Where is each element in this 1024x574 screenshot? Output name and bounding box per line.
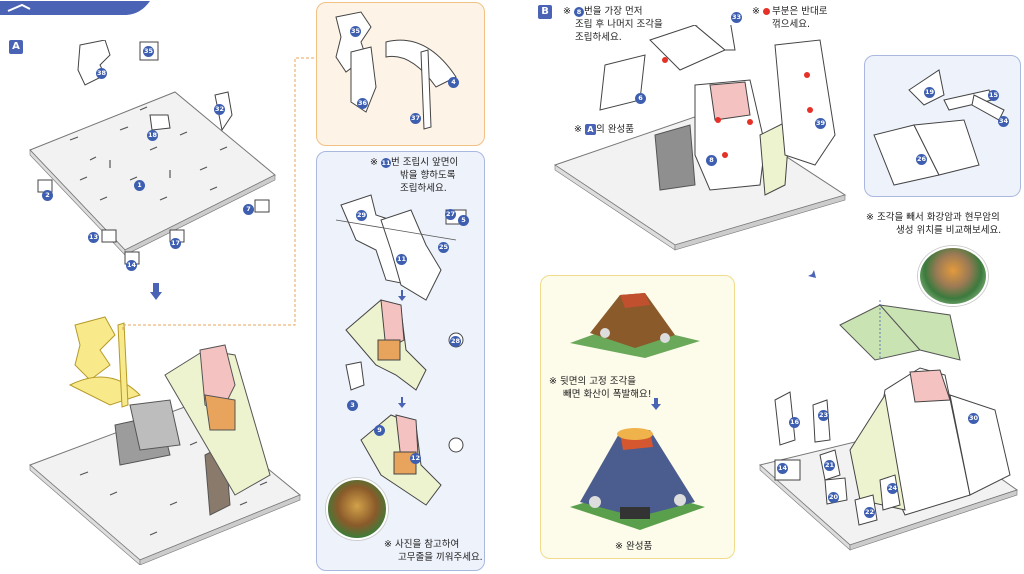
part-num-24: 24 [887,483,898,494]
part-num-9: 9 [374,425,385,436]
note-mark-5: ※ [574,124,582,135]
part-num-16: 16 [789,417,800,428]
note-mark-2: ※ [384,539,392,550]
part-num-12: 12 [410,453,421,464]
note-mark: ※ [370,157,378,168]
part-num-5: 5 [458,215,469,226]
arrow-down-small-icon [651,398,661,410]
part-num-25: 25 [438,242,449,253]
part-num-14: 14 [126,260,137,271]
note-front-line3: 조립하세요. [400,183,447,194]
part-num-37: 37 [410,113,421,124]
part-num-13: 13 [88,232,99,243]
note-rubber-line2: 고무줄을 끼워주세요. [398,552,483,563]
note-final: ※ 완성품 [615,541,653,552]
note-mark-4: ※ [752,6,760,17]
part-num-32: 32 [214,104,225,115]
note-remove-line2: 생성 위치를 비교해보세요. [896,225,1002,236]
part-num-33: 33 [731,12,742,23]
part-num-22: 22 [864,507,875,518]
part-num-3: 3 [347,400,358,411]
blue-right-pieces [873,69,1005,186]
red-dot-icon [763,8,770,15]
note-first-line2: 조립 후 나머지 조각을 [575,19,663,30]
inline-num-11: 11 [381,157,391,168]
part-num-19: 19 [924,87,935,98]
orange-panel-pieces [335,11,457,130]
section-b-badge: B [538,5,552,19]
part-num-30: 30 [968,413,979,424]
arrow-down-icon [150,283,162,300]
part-num-7: 7 [243,204,254,215]
part-num-8: 8 [706,155,717,166]
note-mark-7: ※ [549,376,557,387]
note-remove: ※ 조각을 빼서 화강암과 현무암의 생성 위치를 비교해보세요. [866,211,1001,237]
volcano-photo-before [565,283,705,358]
part-num-2: 2 [42,190,53,201]
note-first-line3: 조립하세요. [575,32,622,43]
volcano-before-shape [570,293,700,358]
part-num-11: 11 [396,254,407,265]
part-num-31: 35 [143,46,154,57]
volcano-photo-after [565,412,710,530]
volcano-after-shape [570,428,705,530]
section-a-badge: A [9,40,23,54]
header-tab-shape [0,1,150,15]
note-complete-a-text: 의 완성품 [596,124,634,135]
note-rubber-line1: 사진을 참고하여 [395,539,460,550]
note-mark-3: ※ [563,6,571,17]
note-fold-line2: 꺾으세요. [772,19,810,30]
rubber-band-photo [326,478,388,540]
part-num-38: 38 [96,68,107,79]
note-front-line2: 밖을 향하도록 [400,170,456,181]
part-num-34: 34 [998,116,1009,127]
blue-panel-steps [335,194,467,506]
part-num-29: 29 [356,210,367,221]
note-remove-line1: 조각을 빼서 화강암과 현무암의 [877,212,1000,223]
part-num-39: 39 [815,118,826,129]
final-assembly [758,300,1019,551]
note-front: ※ 11번 조립시 앞면이 밖을 향하도록 조립하세요. [370,156,458,195]
arrow-diagonal-icon [802,264,816,278]
part-num-17: 17 [170,238,181,249]
part-num-15: 15 [988,90,999,101]
part-num-1: 1 [134,180,145,191]
part-num-18: 18 [147,130,158,141]
part-num-27: 27 [445,209,456,220]
connector-line [122,57,315,330]
note-front-line1: 번 조립시 앞면이 [391,157,459,168]
part-num-28: 28 [450,336,461,347]
inline-a-badge: A [585,124,596,135]
part-num-20: 20 [828,492,839,503]
part-num-26: 26 [916,154,927,165]
part-num-36: 36 [357,98,368,109]
note-first-line1: 번을 가장 먼저 [584,6,643,17]
note-erupt: ※ 뒷면의 고정 조각을 빼면 화산이 폭발해요! [549,375,652,401]
base-board-b1 [553,25,847,251]
part-num-35: 35 [350,26,361,37]
note-erupt-line1: 뒷면의 고정 조각을 [560,376,636,387]
base-board-a1 [29,40,276,265]
rock-comparison-photo [918,246,988,306]
part-num-14b: 14 [777,463,788,474]
note-erupt-line2: 빼면 화산이 폭발해요! [563,389,652,400]
note-mark-6: ※ [866,212,874,223]
part-num-23: 23 [818,410,829,421]
note-rubber: ※ 사진을 참고하여 고무줄을 끼워주세요. [384,538,483,564]
inline-num-8: 8 [574,6,584,17]
base-board-a2 [29,316,301,565]
note-fold-line1: 부분은 반대로 [772,6,828,17]
header-tab [0,0,150,15]
part-num-4: 4 [448,77,459,88]
note-fold: ※ 부분은 반대로 꺾으세요. [752,5,827,31]
part-num-21: 21 [824,460,835,471]
part-num-6: 6 [635,93,646,104]
